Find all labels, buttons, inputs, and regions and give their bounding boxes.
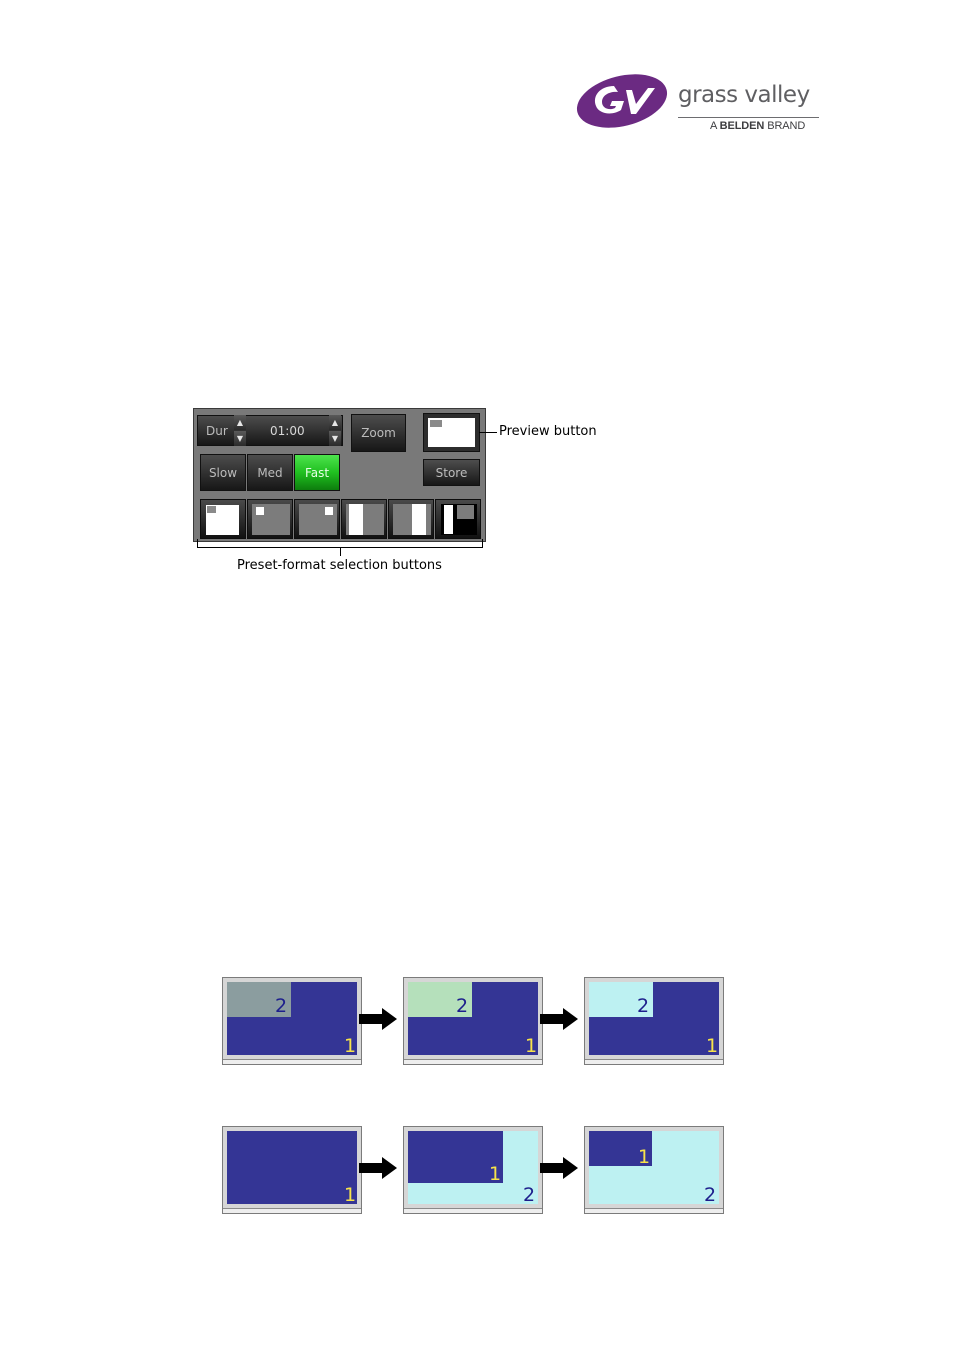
- grass-valley-logo: grass valley A BELDEN BRAND: [574, 70, 824, 136]
- inset-2: [408, 982, 472, 1017]
- logo-tagline: A BELDEN BRAND: [710, 120, 805, 132]
- label-2: 2: [704, 1184, 717, 1204]
- zoom-button[interactable]: Zoom: [351, 414, 406, 452]
- gv-emblem-icon: [576, 74, 668, 128]
- preview-callout-line: [479, 432, 497, 433]
- right-arrow-icon: [359, 1157, 397, 1179]
- up-arrow-icon[interactable]: ▲: [234, 415, 246, 430]
- right-arrow-icon: [540, 1008, 578, 1030]
- down-arrow-icon[interactable]: ▼: [234, 431, 246, 446]
- logo-wordmark: grass valley: [678, 82, 810, 108]
- med-button[interactable]: Med: [247, 454, 293, 491]
- preview-thumbnail: [428, 418, 475, 447]
- diagram-box-row2-3: 1 2: [584, 1126, 724, 1214]
- up-arrow-icon[interactable]: ▲: [329, 415, 341, 430]
- logo-divider: [678, 117, 819, 118]
- tagline-suffix: BRAND: [767, 120, 806, 132]
- tagline-brand: BELDEN: [719, 120, 765, 132]
- preview-inset: [430, 420, 442, 427]
- tagline-prefix: A: [710, 120, 717, 132]
- label-1: 1: [344, 1035, 357, 1055]
- preview-button[interactable]: [423, 413, 480, 452]
- inset-2: [589, 982, 653, 1017]
- preview-callout: Preview button: [499, 424, 597, 439]
- fast-button[interactable]: Fast: [294, 454, 340, 491]
- inset-2: [227, 982, 291, 1017]
- preset-button-1[interactable]: [200, 499, 246, 539]
- diagram-box-row2-1: 1: [222, 1126, 362, 1214]
- label-2: 2: [637, 995, 650, 1017]
- preset-button-2[interactable]: [247, 499, 293, 539]
- duration-control: Dur 01:00: [197, 415, 343, 446]
- diagram-box-row2-2: 1 2: [403, 1126, 543, 1214]
- diagram-box-row1-2: 2 1: [403, 977, 543, 1065]
- label-1: 1: [525, 1035, 538, 1055]
- label-2: 2: [275, 995, 288, 1017]
- label-1: 1: [489, 1163, 502, 1185]
- dur-spinner-left[interactable]: ▲ ▼: [234, 415, 246, 446]
- right-arrow-icon: [359, 1008, 397, 1030]
- preset-button-4[interactable]: [341, 499, 387, 539]
- label-1: 1: [638, 1146, 651, 1168]
- inset-1: [589, 1131, 652, 1166]
- store-button[interactable]: Store: [423, 459, 480, 486]
- diagram-box-row1-3: 2 1: [584, 977, 724, 1065]
- zoom-control-panel: Dur 01:00 ▲ ▼ ▲ ▼ Zoom Slow Med Fast Sto…: [193, 408, 486, 542]
- label-2: 2: [523, 1184, 536, 1204]
- preset-callout: Preset-format selection buttons: [237, 558, 442, 573]
- slow-button[interactable]: Slow: [200, 454, 246, 491]
- label-1: 1: [706, 1035, 719, 1055]
- preset-button-5[interactable]: [388, 499, 434, 539]
- diagram-box-row1-1: 2 1: [222, 977, 362, 1065]
- dur-label: Dur: [206, 424, 228, 438]
- label-1: 1: [344, 1184, 357, 1204]
- preset-button-3[interactable]: [294, 499, 340, 539]
- preset-button-6[interactable]: [435, 499, 481, 539]
- label-2: 2: [456, 995, 469, 1017]
- dur-spinner-right[interactable]: ▲ ▼: [329, 415, 341, 446]
- dur-value: 01:00: [270, 424, 305, 438]
- right-arrow-icon: [540, 1157, 578, 1179]
- inset-1: [408, 1131, 503, 1183]
- down-arrow-icon[interactable]: ▼: [329, 431, 341, 446]
